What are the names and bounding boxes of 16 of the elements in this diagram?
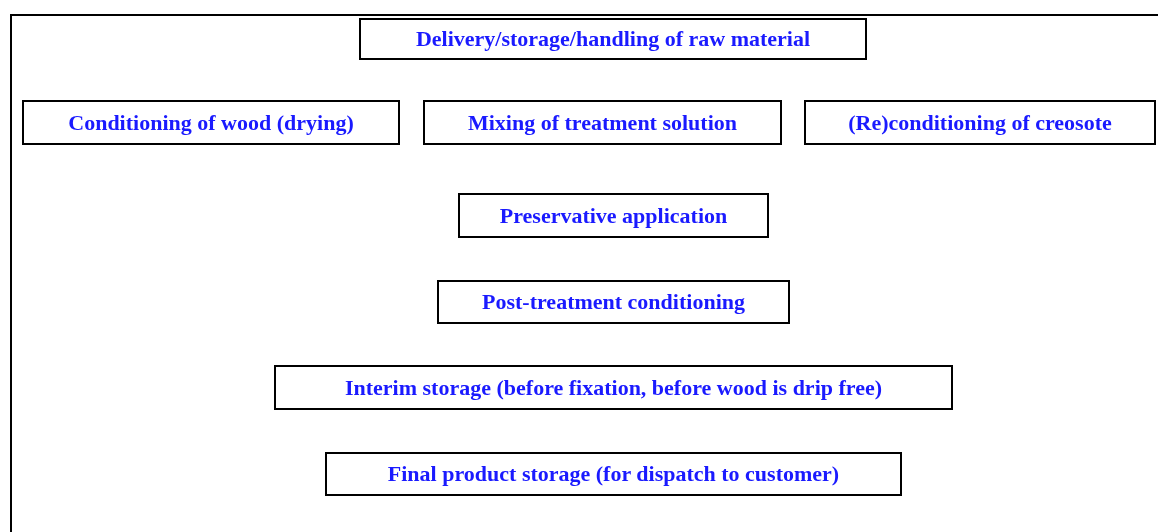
process-box [458, 193, 769, 238]
process-box [804, 100, 1156, 145]
box-label: Interim storage (before fixation, before wood is drip free) [344, 373, 883, 402]
box-label: Preservative application [499, 201, 728, 230]
process-box [22, 100, 400, 145]
box-label: Conditioning of wood (drying) [68, 108, 354, 137]
process-box [423, 100, 782, 145]
box-label: Delivery/storage/handling of raw material [415, 25, 811, 53]
box-label: Post-treatment conditioning [482, 288, 745, 316]
box-label: Final product storage (for dispatch to customer) [387, 460, 840, 488]
box-label: Mixing of treatment solution [467, 108, 738, 137]
process-box [437, 280, 790, 324]
process-box [359, 18, 867, 60]
process-box [325, 452, 902, 496]
process-box [274, 365, 953, 410]
box-label: (Re)conditioning of creosote [848, 108, 1112, 137]
